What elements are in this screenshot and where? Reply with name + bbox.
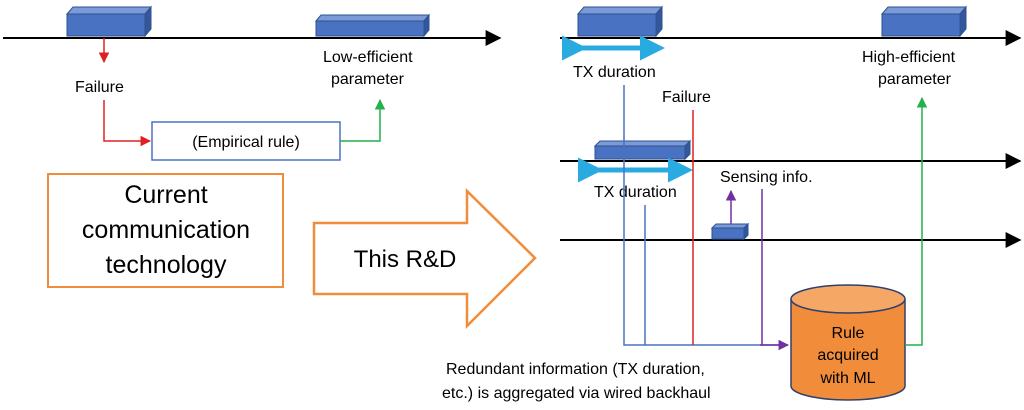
low-efficient-parameter-line1: Low-efficient: [323, 49, 413, 66]
current-technology-box: [47, 173, 284, 288]
db-to-parameter-connector: [905, 96, 928, 346]
backhaul-note-line1: Redundant information (TX duration,: [446, 361, 705, 378]
ml-rule-database: [790, 284, 906, 401]
tx-block-proposed-2: [880, 5, 968, 38]
tx-block-current-2: [314, 13, 431, 38]
tx-duration-label-2: TX duration: [594, 184, 677, 201]
tx-block-proposed-1: [576, 5, 664, 38]
failure-label-current: Failure: [75, 79, 124, 96]
high-efficient-parameter-line1: High-efficient: [862, 49, 956, 66]
failure-label-proposed: Failure: [662, 89, 711, 106]
high-efficient-parameter-line2: parameter: [878, 71, 952, 88]
current-technology-line2: communication: [82, 216, 250, 244]
current-technology-line1: Current: [124, 181, 207, 209]
tx-block-proposed-4: [710, 222, 750, 241]
tx-duration-label-1: TX duration: [573, 64, 656, 81]
ml-rule-line1: Rule: [832, 325, 865, 342]
aggregation-line-tx-duration-1: [623, 85, 780, 346]
ml-rule-line3: with ML: [819, 370, 875, 387]
this-rd-arrow: [312, 188, 537, 330]
rule-to-parameter-connector: [340, 98, 386, 142]
this-rd-label: This R&D: [354, 246, 457, 273]
tx-block-current-1: [65, 5, 153, 38]
failure-to-rule-connector: [103, 100, 152, 147]
empirical-rule-label: (Empirical rule): [192, 134, 300, 151]
empirical-rule-box: [151, 121, 341, 161]
current-technology-line3: technology: [106, 251, 227, 279]
tx-block-proposed-3: [593, 139, 692, 161]
sensing-info-label: Sensing info.: [720, 169, 813, 186]
backhaul-note-line2: etc.) is aggregated via wired backhaul: [442, 385, 711, 402]
ml-rule-line2: acquired: [817, 347, 878, 364]
low-efficient-parameter-line2: parameter: [331, 71, 405, 88]
